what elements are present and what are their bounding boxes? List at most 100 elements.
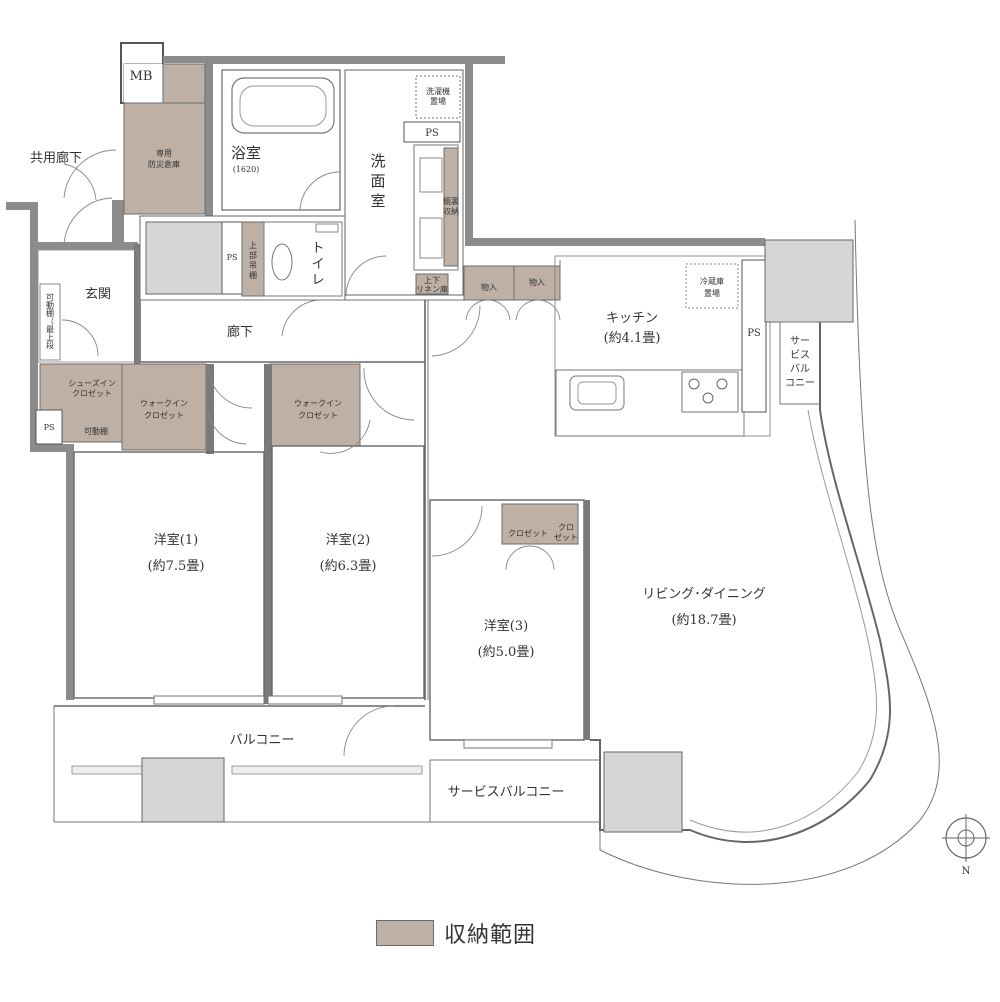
- entrance-label: 玄関: [85, 287, 111, 302]
- balcony-area: [53, 695, 683, 833]
- closet-small-label-1: クロ: [558, 523, 574, 532]
- pipe-shaft-2: [764, 239, 854, 323]
- toilet-label-3: レ: [311, 273, 324, 288]
- north-label: N: [962, 866, 971, 877]
- wall-top-left: [163, 56, 213, 63]
- legend-swatch: [376, 920, 434, 946]
- fridge-space: [685, 263, 739, 309]
- mb-label: MB: [130, 69, 153, 84]
- washroom-label-3: 室: [370, 192, 385, 210]
- closet-label: クロゼット: [508, 528, 548, 538]
- entrance: [37, 249, 139, 363]
- room3-size: (約5.0畳): [478, 645, 535, 660]
- wall-top: [213, 56, 503, 64]
- stove: [681, 371, 739, 413]
- mirror-storage-label-2: 収納: [443, 206, 459, 216]
- service-balcony-v-1: サー: [790, 335, 810, 347]
- service-balcony-v-2: ビス: [790, 349, 810, 361]
- ps-toilet-label: PS: [227, 253, 238, 262]
- wall-entrance-left: [30, 202, 38, 452]
- mirror-storage-label-1: 鏡裏: [443, 196, 459, 206]
- room2-size: (約6.3畳): [320, 559, 377, 574]
- wic1-label-2: クロゼット: [144, 410, 184, 420]
- washroom: [344, 69, 464, 296]
- toilet-shelf-4: 棚: [249, 270, 257, 280]
- washer-label-1: 洗濯機: [426, 86, 450, 96]
- room3-label: 洋室(3): [484, 618, 528, 634]
- washroom-label-1: 洗: [370, 152, 385, 170]
- balcony-label: バルコニー: [230, 733, 295, 748]
- pipe-shaft-1: [145, 221, 223, 295]
- sink-1: [419, 157, 443, 193]
- toilet-sink: [315, 223, 339, 233]
- linen-label-1: 上下: [424, 276, 440, 285]
- washer-space: [415, 75, 461, 119]
- wic2-label-1: ウォークイン: [294, 399, 342, 408]
- room1-label: 洋室(1): [154, 532, 198, 548]
- entrance-shelf-label: 可 動 棚 （ 最 上 段: [46, 293, 54, 350]
- bathroom-size: (1620): [233, 165, 260, 174]
- ps-washroom-label: PS: [425, 128, 439, 139]
- common-corridor-label: 共用廊下: [30, 150, 82, 166]
- window-room1: [153, 695, 265, 705]
- shoes-closet-label-2: クロゼット: [72, 388, 112, 398]
- wic1-label-1: ウォークイン: [140, 399, 188, 408]
- toilet-bowl: [271, 243, 293, 281]
- svg-text:可: 可: [46, 293, 54, 302]
- legend-label: 収納範囲: [444, 923, 537, 948]
- wall-door-pillar: [112, 200, 124, 244]
- balcony-shaft-2: [603, 751, 683, 833]
- wall-room1-left: [66, 444, 74, 700]
- wic-1: [121, 363, 207, 451]
- room3-closet: [501, 503, 579, 545]
- living-size: (約18.7畳): [671, 613, 736, 628]
- wic2-label-2: クロゼット: [298, 410, 338, 420]
- ps-washroom: [403, 121, 461, 143]
- service-balcony-v-3: バル: [790, 363, 810, 375]
- toilet-label-2: イ: [311, 257, 324, 272]
- shoes-closet-label-1: シューズイン: [68, 378, 116, 388]
- ps-entrance: [35, 409, 63, 445]
- north-compass: N: [942, 814, 990, 877]
- wic-2: [269, 363, 361, 447]
- storage-2-label: 物入: [529, 277, 545, 287]
- wall-kitchen-top: [465, 238, 765, 246]
- entrance-shelf: [39, 283, 61, 361]
- disaster-storage-body: [123, 102, 206, 215]
- fridge-label-1: 冷蔵庫: [700, 276, 724, 286]
- service-balcony-small: [779, 321, 821, 405]
- service-balcony-v-4: コニー: [785, 378, 815, 389]
- corridor-label: 廊下: [227, 324, 253, 340]
- balcony-shaft: [141, 757, 225, 823]
- wall-entrance-top: [38, 242, 138, 250]
- ps-kitchen: [741, 259, 767, 413]
- kitchen-label: キッチン: [606, 311, 658, 326]
- sink-2: [419, 217, 443, 259]
- toilet-shelf-2: 部: [249, 250, 257, 260]
- doors: [61, 149, 561, 757]
- wall-washroom-right: [465, 64, 473, 244]
- living-label: リビング･ダイニング: [642, 587, 766, 602]
- outer-walls: [6, 42, 765, 700]
- toilet-shelf-1: 上: [249, 241, 257, 250]
- svg-text:（: （: [46, 317, 54, 326]
- svg-text:動: 動: [46, 301, 54, 310]
- disaster-storage-label-1: 専用: [156, 148, 172, 158]
- disaster-storage-top: [162, 63, 206, 104]
- washroom-label-2: 面: [370, 172, 385, 190]
- room-1: [73, 451, 265, 699]
- internal-walls: [134, 244, 561, 700]
- room-2: [271, 445, 425, 699]
- svg-text:最: 最: [46, 325, 54, 334]
- service-balcony-label: サービスバルコニー: [448, 785, 565, 800]
- window-room3: [463, 739, 553, 749]
- fridge-label-2: 置場: [704, 288, 720, 298]
- closet-small-label-2: ゼット: [554, 532, 578, 542]
- linen-storage: [415, 273, 449, 295]
- wall-top-right: [465, 56, 505, 64]
- svg-text:上: 上: [46, 333, 54, 342]
- living-exterior: [590, 219, 940, 885]
- legend: 収納範囲: [376, 918, 536, 948]
- ps-entrance-label: PS: [44, 423, 55, 432]
